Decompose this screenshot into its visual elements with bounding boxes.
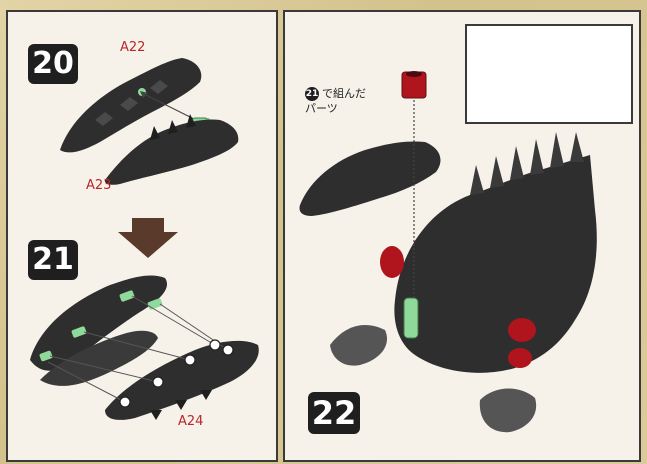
- part-label-a23: A23: [86, 178, 111, 193]
- step-number-21: 21: [28, 240, 78, 280]
- inset-frame: [465, 24, 633, 124]
- note-line-1: で組んだ: [322, 87, 366, 100]
- part-label-a24: A24: [178, 414, 203, 429]
- down-arrow-icon: [118, 218, 178, 258]
- step-number-22: 22: [308, 392, 360, 434]
- part-combined-illustration: [30, 276, 167, 386]
- red-cap-icon: [402, 71, 426, 98]
- part-label-a22: A22: [120, 40, 145, 55]
- step-number-20: 20: [28, 44, 78, 84]
- step-reference-badge: 21: [305, 87, 319, 101]
- head-part-illustration: [300, 141, 441, 216]
- note-line-2: パーツ: [305, 102, 338, 115]
